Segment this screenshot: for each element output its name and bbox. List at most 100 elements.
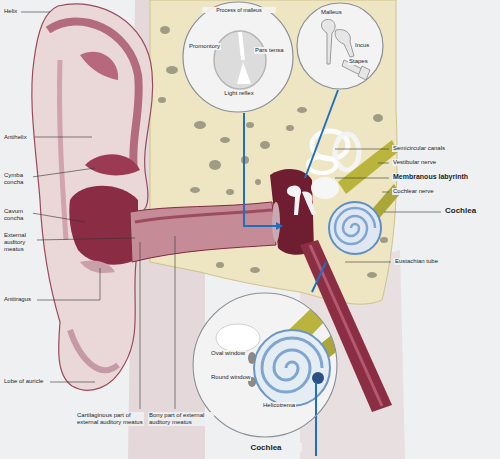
inset-ossicles-part-part: [321, 19, 335, 64]
leader-lines-part: [378, 163, 389, 164]
inset-cochlea-part-part: [312, 372, 324, 384]
part-label: Incus: [354, 42, 370, 49]
auricle-part: [69, 186, 138, 265]
auricle-part: [80, 52, 118, 80]
mastoid-cells-part: [209, 160, 221, 170]
middle-ear-part: [302, 192, 316, 215]
part-label: Cartilaginous part of external auditory …: [76, 412, 144, 426]
inset-heading: Cochlea: [230, 443, 302, 452]
ear-canal-part: [130, 202, 276, 262]
leader-lines-part: [32, 168, 95, 177]
auricle-part: [80, 260, 115, 273]
part-label: Light reflex: [218, 90, 260, 97]
leader-lines-part: [21, 12, 50, 13]
part-label: Round window: [210, 374, 251, 381]
auricle-part: [32, 4, 153, 390]
auricle: [32, 4, 153, 390]
mastoid-cells-part: [216, 262, 224, 268]
inset-circle: Process of malleusPromontoryPars tensaLi…: [182, 1, 294, 113]
mastoid-cells-part: [373, 114, 383, 122]
inset-pointer-lines-part: [315, 382, 317, 456]
inset-ossicles-part: [297, 3, 383, 89]
mastoid-cells-part: [160, 26, 170, 34]
middle-ear-part: [270, 169, 314, 255]
mastoid-cells-part: [166, 66, 178, 74]
inner-ear-part: [335, 134, 359, 170]
inset-cochlea-part-part: [248, 352, 256, 364]
inset-pointer-lines: [244, 90, 338, 456]
leader-lines-part: [50, 382, 95, 383]
inset-circle-border: [183, 2, 293, 112]
mastoid-cells-part: [260, 141, 270, 149]
inset-cochlea-part-part: [216, 324, 260, 352]
part-label: Membranous labyrinth: [392, 173, 469, 181]
part-label: Lobe of auricle: [3, 378, 44, 385]
part-label: Antitragus: [3, 296, 32, 303]
part-label: Cochlea: [444, 206, 477, 215]
mastoid-cells-part: [250, 267, 260, 273]
mastoid-cells-part: [190, 187, 200, 193]
auricle-part: [59, 60, 66, 240]
inset-pointer-lines-part: [305, 90, 338, 178]
head-section: [128, 0, 405, 459]
part-label: Eustachian tube: [394, 258, 439, 265]
leader-lines-part: [175, 236, 176, 409]
part-label: Cymba concha: [3, 172, 33, 186]
inner-ear: [308, 131, 400, 254]
inset-cochlea-part: [216, 290, 346, 406]
leader-lines-part: [34, 137, 92, 138]
part-label: Pars tensa: [254, 47, 285, 54]
leader-lines-part: [345, 262, 391, 263]
middle-ear-part: [287, 186, 301, 215]
mastoid-cells-part: [246, 122, 254, 128]
inset-pointer-lines-part: [276, 222, 283, 230]
part-label: Semicircular canals: [392, 145, 446, 152]
part-label: Malleus: [320, 9, 343, 16]
ear-canal-part: [135, 210, 272, 222]
inset-ossicles: [297, 3, 383, 89]
inset-circle-border: [297, 3, 383, 89]
inset-pointer-lines-part: [312, 262, 326, 292]
part-label: Bony part of external auditory meatus: [148, 412, 214, 426]
inner-ear-part: [311, 177, 339, 199]
mastoid-cells-part: [158, 97, 166, 103]
temporal-bone-part: [150, 0, 397, 304]
mastoid-cells-part: [297, 107, 307, 113]
part-label: Cochlear nerve: [392, 188, 435, 195]
inset-tympanic-membrane-part-part: [240, 32, 243, 60]
inset-ossicles-part: [321, 19, 370, 80]
mastoid-cells-part: [255, 179, 261, 185]
inset-circle: MalleusIncusStapes: [296, 2, 384, 90]
inset-circle-border: [193, 293, 337, 437]
part-label: Process of malleus: [202, 7, 276, 13]
auricle-part: [85, 154, 140, 175]
inset-tympanic-membrane-part: [214, 31, 266, 89]
inset-cochlea-part-part: [262, 338, 322, 392]
inset-cochlea: [192, 290, 346, 438]
part-label: Helix: [3, 8, 18, 15]
part-label: Cavum concha: [3, 208, 33, 222]
leader-lines-part: [140, 242, 141, 409]
leader-lines-part: [335, 149, 389, 150]
inset-tympanic-membrane-part-part: [237, 62, 251, 84]
part-label: Vestibular nerve: [392, 159, 437, 166]
mastoid-cells-part: [380, 237, 388, 243]
leader-lines-part: [382, 192, 389, 193]
inset-pointer-lines-part: [244, 113, 276, 226]
leader-lines-part: [36, 238, 135, 240]
mastoid-cells-part: [220, 137, 230, 143]
inner-ear-part: [335, 208, 375, 244]
leader-lines: [21, 12, 441, 409]
mastoid-cells-part: [286, 125, 294, 131]
mastoid-cells-part: [226, 189, 234, 195]
part-label: Antihelix: [3, 134, 28, 141]
middle-ear: [270, 169, 316, 255]
inset-tympanic-membrane: [183, 2, 293, 112]
part-label: Helicotrema: [262, 402, 296, 409]
part-label: External auditory meatus: [3, 232, 37, 253]
